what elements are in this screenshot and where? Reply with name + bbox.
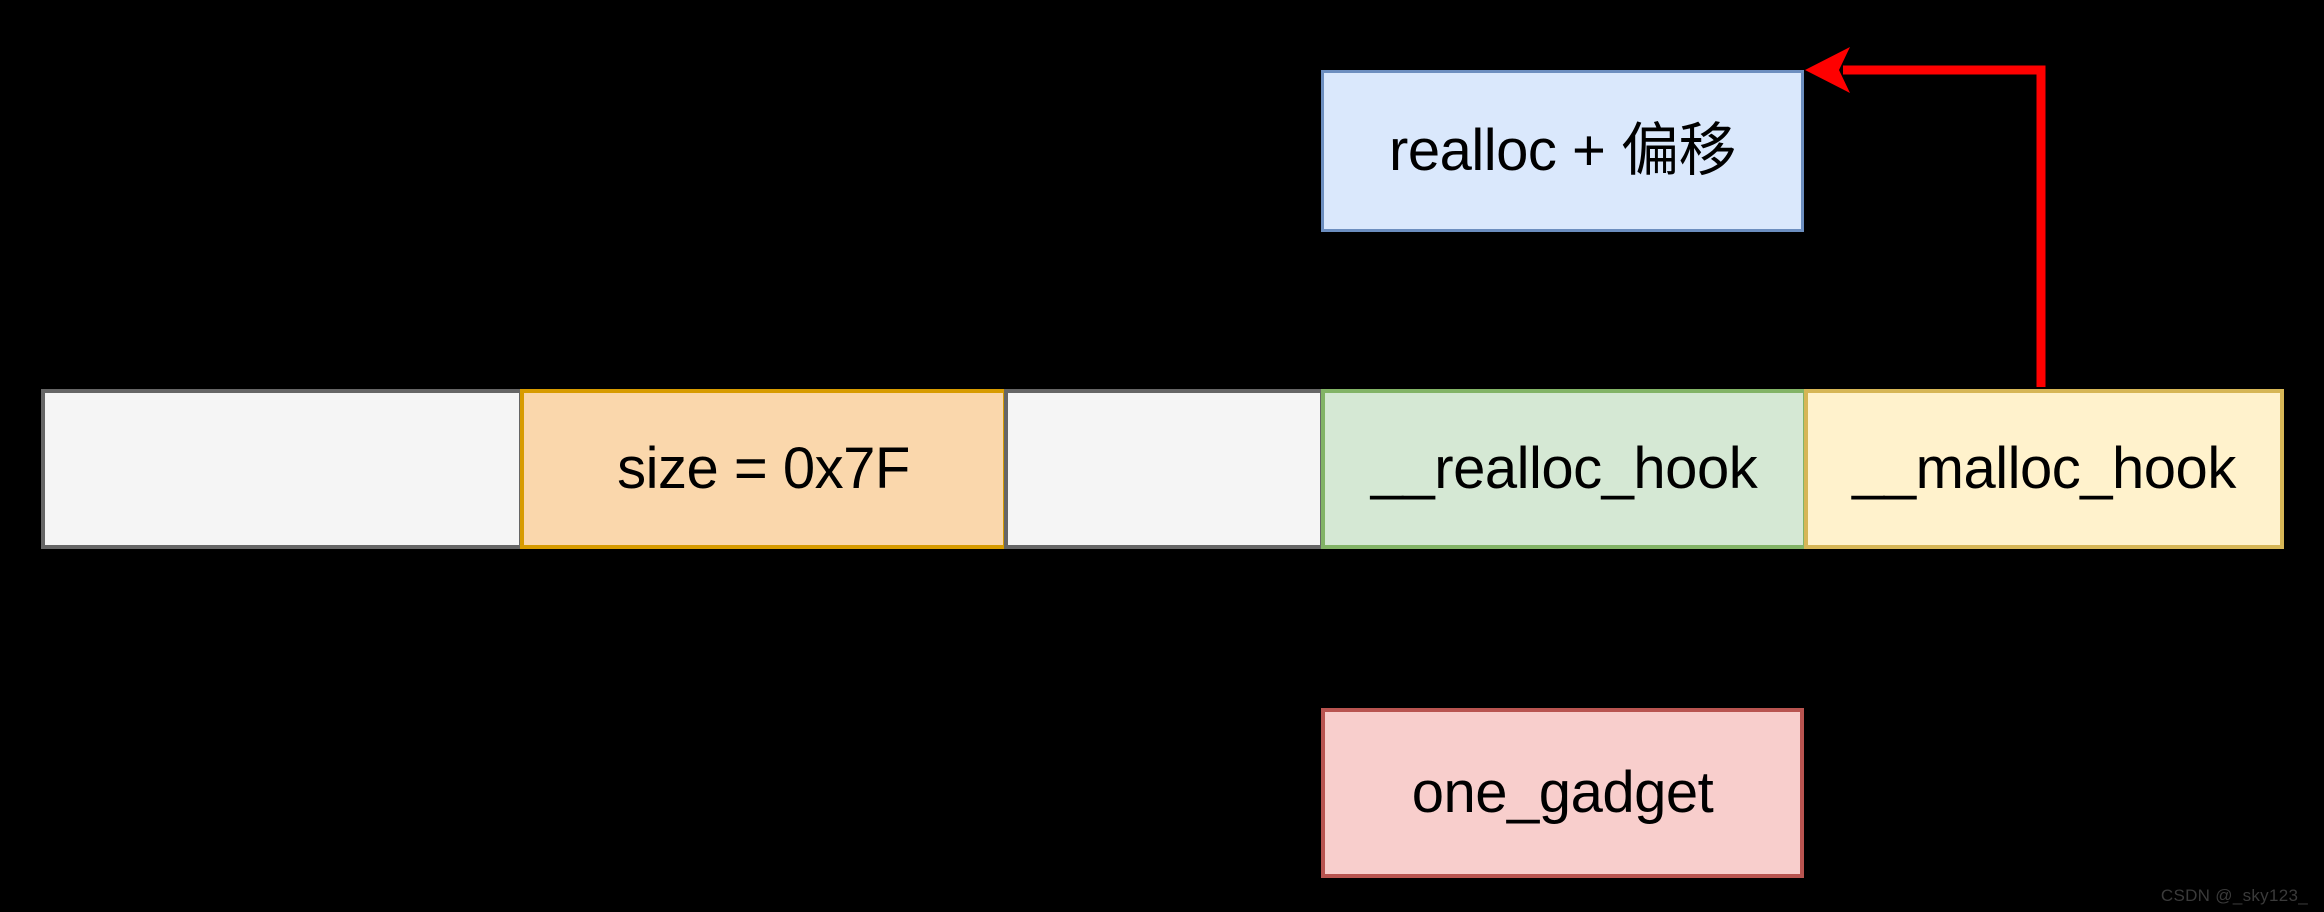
memory-cell-malloc-hook-label: __malloc_hook [1852,436,2236,501]
node-one-gadget: one_gadget [1321,708,1804,878]
node-realloc-offset: realloc + 偏移 [1321,70,1804,232]
memory-cell-chunk-size: size = 0x7F [520,389,1007,549]
node-realloc-offset-label: realloc + 偏移 [1389,118,1736,183]
memory-cell-chunk-size-label: size = 0x7F [617,436,910,501]
node-one-gadget-label: one_gadget [1411,760,1714,825]
connector-line [1843,65,2046,387]
arrowhead-icon [1805,47,1850,93]
memory-cell-malloc-hook: __malloc_hook [1804,389,2284,549]
memory-cell-realloc-hook: __realloc_hook [1321,389,1807,549]
memory-layout-bar: size = 0x7F __realloc_hook __malloc_hook [41,389,2284,549]
watermark: CSDN @_sky123_ [2161,886,2308,906]
memory-cell-realloc-hook-label: __realloc_hook [1370,436,1758,501]
memory-cell-padding-1 [41,389,523,549]
memory-cell-padding-2 [1004,389,1324,549]
watermark-text: CSDN @_sky123_ [2160,886,2308,905]
